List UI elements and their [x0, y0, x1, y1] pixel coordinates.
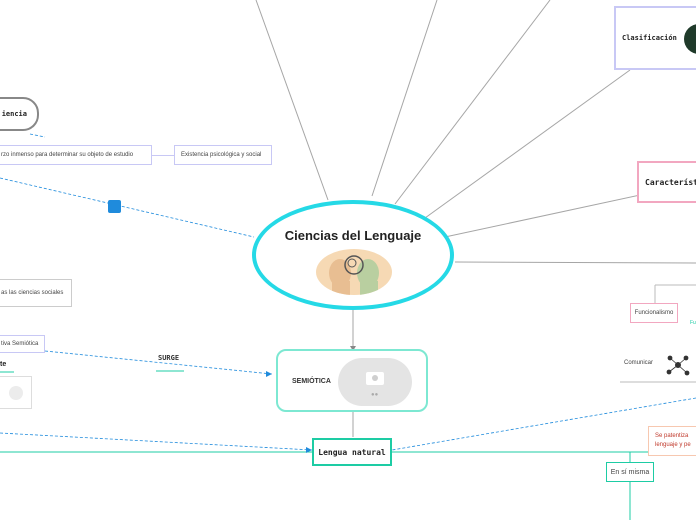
central-topic[interactable]: Ciencias del Lenguaje	[252, 200, 454, 310]
central-title: Ciencias del Lenguaje	[284, 228, 422, 243]
te-label: te	[0, 361, 7, 368]
funcionalismo-label: Funcionalismo	[634, 310, 674, 316]
esfuerzo-node[interactable]: rzo inmenso para determinar su objeto de…	[0, 145, 152, 165]
ciencias-sociales-node[interactable]: as las ciencias sociales	[0, 279, 72, 307]
clasificacion-label: Clasificación	[622, 34, 677, 42]
existencia-node[interactable]: Existencia psicológica y social	[174, 145, 272, 165]
semiotica-tiva-node[interactable]: tiva Semiótica	[0, 335, 45, 353]
thumbnail-node[interactable]	[0, 376, 32, 409]
lengua-natural-label: Lengua natural	[318, 447, 386, 457]
ciencia-node[interactable]: iencia	[0, 97, 39, 131]
funcionalismo-node[interactable]: Funcionalismo	[630, 303, 678, 323]
image-icon	[9, 386, 23, 400]
se-patentiza-node[interactable]: Se patentiza lenguaje y pe	[648, 426, 696, 456]
connector-esfuerzo	[152, 155, 174, 156]
en-si-misma-label: En sí misma	[610, 468, 650, 476]
semiotica-tiva-label: tiva Semiótica	[1, 341, 39, 347]
surge-label: SURGE	[158, 354, 180, 362]
esfuerzo-label: rzo inmenso para determinar su objeto de…	[1, 152, 134, 158]
existencia-label: Existencia psicológica y social	[181, 152, 262, 158]
semiotica-label: SEMIÓTICA	[292, 378, 331, 385]
image-placeholder: ●●	[338, 358, 412, 406]
link-marker[interactable]	[108, 200, 121, 213]
caracteristicas-node[interactable]: Característ	[637, 161, 696, 203]
semiotica-node[interactable]: SEMIÓTICA ●●	[276, 349, 428, 412]
ciencia-label: iencia	[1, 110, 27, 118]
fu-label: Fu	[690, 320, 696, 326]
network-icon	[664, 352, 692, 378]
comunicar-label: Comunicar	[624, 360, 654, 366]
ciencias-sociales-label: as las ciencias sociales	[1, 290, 64, 296]
clasificacion-image	[684, 24, 696, 54]
caracteristicas-label: Característ	[645, 177, 696, 187]
en-si-misma-node[interactable]: En sí misma	[606, 462, 654, 482]
clasificacion-node[interactable]: Clasificación	[614, 6, 696, 70]
lengua-natural-node[interactable]: Lengua natural	[312, 438, 392, 466]
se-patentiza-label: Se patentiza lenguaje y pe	[655, 433, 691, 448]
heads-illustration	[316, 249, 392, 295]
